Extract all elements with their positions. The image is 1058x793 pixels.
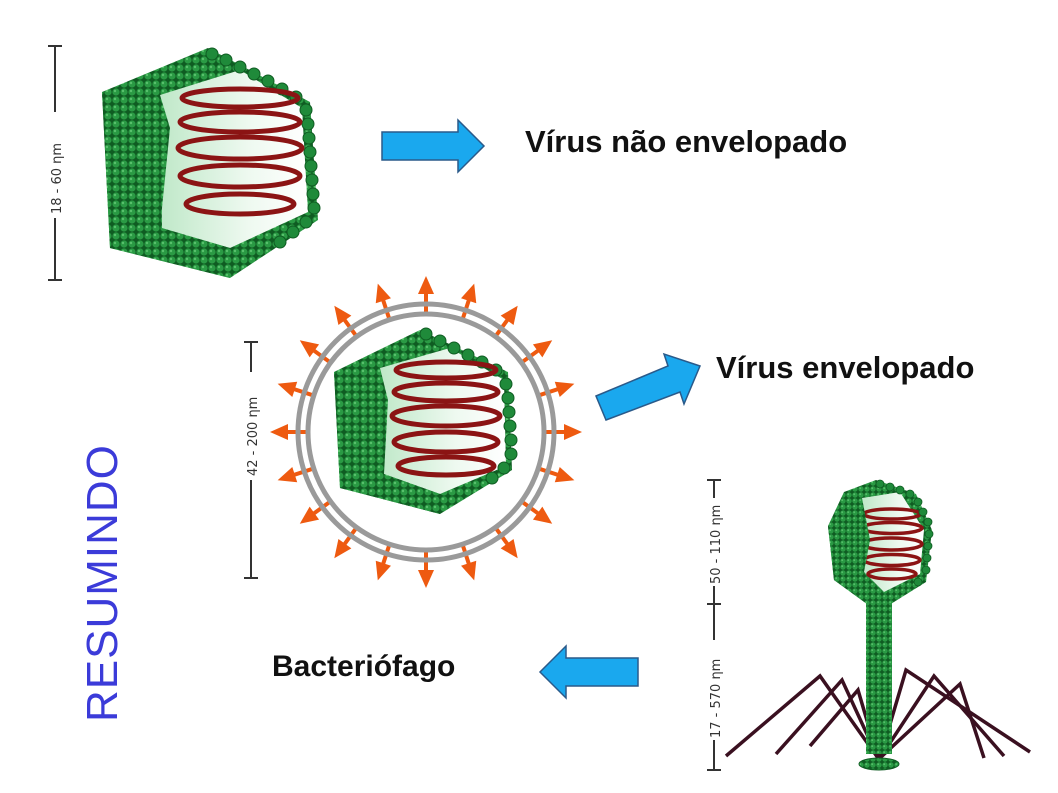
- spike-head: [555, 382, 575, 397]
- arrow-left-3: [540, 646, 638, 698]
- spike-head: [376, 284, 391, 304]
- spike-head: [418, 276, 434, 294]
- spike-head: [334, 539, 351, 558]
- spike-head: [278, 467, 298, 482]
- spike-head: [501, 539, 518, 558]
- enveloped-virus: 42 - 200 ηm: [244, 276, 582, 588]
- spike-head: [555, 467, 575, 482]
- scale-bar-3: 50 - 110 ηm 17 - 570 ηm: [707, 480, 724, 770]
- arrow-right-2: [596, 354, 700, 420]
- spike-head: [461, 284, 476, 304]
- spike-head: [300, 340, 319, 357]
- arrow-right-1: [382, 120, 484, 172]
- page-title: RESUMINDO: [78, 444, 128, 722]
- label-bacteriophage: Bacteriófago: [272, 650, 455, 684]
- spike-head: [501, 306, 518, 325]
- label-enveloped-virus: Vírus envelopado: [716, 350, 974, 386]
- spike-head: [300, 507, 319, 524]
- scale-label-3-tail: 17 - 570 ηm: [709, 659, 724, 738]
- spike-head: [418, 570, 434, 588]
- spike-head: [461, 561, 476, 581]
- spike-head: [533, 507, 552, 524]
- spike-head: [334, 306, 351, 325]
- scale-bar-1: 18 - 60 ηm: [48, 46, 65, 280]
- scale-bar-2: 42 - 200 ηm: [244, 342, 261, 578]
- scale-label-2: 42 - 200 ηm: [246, 397, 261, 476]
- non-enveloped-virus: 18 - 60 ηm: [48, 46, 320, 280]
- spike-head: [278, 382, 298, 397]
- spike-head: [564, 424, 582, 440]
- scale-label-1: 18 - 60 ηm: [50, 143, 65, 214]
- spike-head: [270, 424, 288, 440]
- scale-label-3-head: 50 - 110 ηm: [709, 505, 724, 584]
- label-non-enveloped-virus: Vírus não envelopado: [525, 124, 847, 160]
- spike-head: [533, 340, 552, 357]
- bacteriophage: 50 - 110 ηm 17 - 570 ηm: [707, 480, 1030, 770]
- spike-head: [376, 561, 391, 581]
